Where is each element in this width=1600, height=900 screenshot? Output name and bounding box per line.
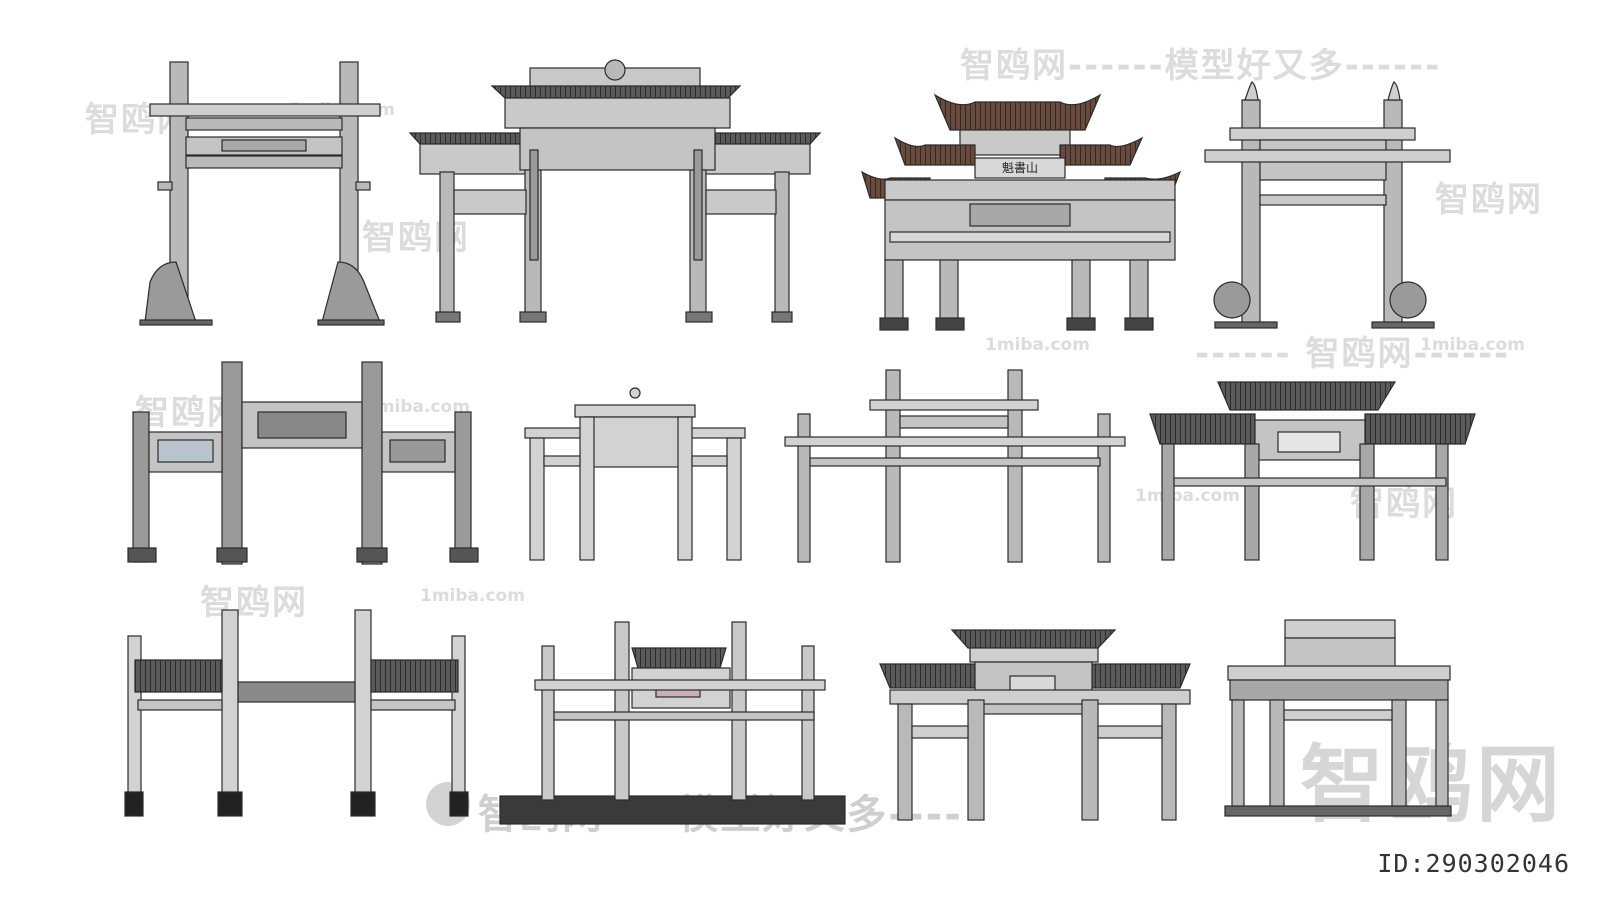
watermark-domain-5: 1miba.com [1135,486,1240,506]
paifang-10 [499,621,846,825]
paifang-2 [408,59,822,323]
watermark-site-6: 智鸥网 [200,583,308,623]
paifang-7 [784,369,1126,563]
paifang-9 [124,609,469,817]
watermark-slogan-top: 智鸥网------模型好又多------ [960,46,1442,86]
watermark-site-3: 智鸥网 [1435,180,1543,220]
paifang-3 [860,93,1182,331]
paifang-4 [1204,81,1451,329]
watermark-dash-site-1: ------ 智鸥网------ [1195,334,1511,374]
watermark-domain-4: 1miba.com [365,397,470,417]
watermark-corner-brand: 智鸥网 [1300,736,1565,834]
model-id-label: ID:290302046 [1377,849,1570,878]
paifang-5 [127,361,479,565]
watermark-domain-2: 1miba.com [985,335,1090,355]
paifang-1 [139,61,385,326]
paifang-6 [524,387,746,561]
watermark-domain-3: 1miba.com [1420,335,1525,355]
watermark-domain-6: 1miba.com [420,586,525,606]
paifang-11 [879,629,1191,821]
paifang-8 [1149,381,1476,561]
paifang-12 [1224,619,1452,817]
plaque-arch3-top: 魁書山 [1002,160,1038,175]
